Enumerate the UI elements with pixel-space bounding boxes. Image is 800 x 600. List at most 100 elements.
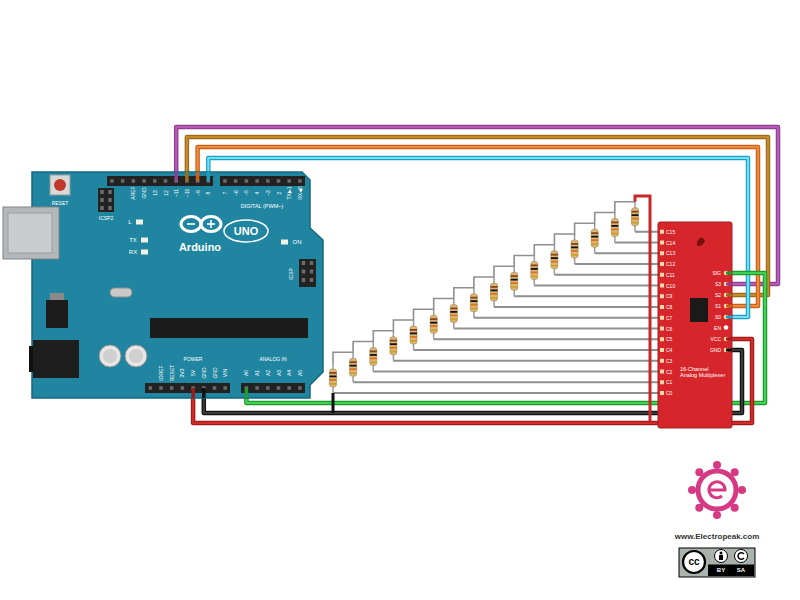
logo-tooth	[738, 486, 746, 494]
icsp2-header	[98, 188, 114, 212]
pin-label: 3V3	[180, 369, 185, 378]
pin-label: S1	[715, 304, 721, 309]
board-model-text: UNO	[234, 226, 258, 237]
license-icon	[715, 550, 728, 563]
logo-mark	[709, 482, 725, 498]
pin-label: C8	[666, 305, 672, 310]
board-logo-text: Arduino	[179, 242, 221, 253]
license-label: BY	[717, 567, 725, 573]
resistor-symbol	[531, 256, 538, 286]
reset-button	[54, 179, 66, 191]
wire-end	[207, 172, 211, 181]
led-label: RX	[129, 249, 137, 255]
pin-label: C1	[666, 380, 672, 385]
header-holes	[310, 261, 314, 283]
pin-label: TX▶1	[287, 186, 292, 199]
resistor-symbol	[591, 223, 598, 253]
license-circle	[683, 551, 705, 573]
pin-label: IOREF	[159, 365, 164, 380]
header-label: ICSP2	[99, 216, 113, 221]
resistor-symbol	[511, 266, 518, 296]
pin-label: C11	[666, 272, 675, 277]
header-holes	[100, 190, 104, 210]
header-title: POWER	[184, 357, 203, 362]
resistor-symbol	[632, 202, 639, 232]
digital-header	[220, 176, 305, 186]
wire-end	[726, 338, 732, 341]
logo-tooth	[695, 504, 703, 512]
wire-end	[726, 305, 732, 308]
wire-end	[726, 316, 732, 319]
analog-header	[241, 383, 305, 393]
logo-minus	[187, 223, 195, 225]
license-badge	[679, 548, 755, 577]
led-label: L	[128, 219, 131, 225]
watermark-url: www.Electropeak.com	[675, 533, 760, 541]
capacitor-top	[103, 349, 117, 363]
led-label: TX	[129, 237, 137, 243]
resistor-symbol	[430, 309, 437, 339]
wire-end	[726, 294, 732, 297]
pin-label: C13	[666, 251, 675, 256]
license-label: cc	[688, 557, 699, 567]
resistor-symbol	[551, 245, 558, 275]
pin-label: S2	[715, 293, 721, 298]
resistor-symbol	[350, 352, 357, 382]
resistor-symbol	[611, 213, 618, 243]
pin-label: ~3	[265, 190, 270, 196]
pin-label: EN	[714, 325, 721, 330]
regulator-tab	[50, 293, 64, 301]
pin-label: ~10	[184, 188, 189, 196]
arduino-logo-loop	[181, 217, 201, 232]
led	[141, 250, 148, 255]
uno-badge-oval	[224, 220, 268, 242]
button-label: RESET	[52, 201, 69, 206]
wire-end	[726, 272, 732, 275]
wire-end	[726, 349, 732, 352]
supply-wire	[635, 196, 650, 423]
pin-label: 5V	[191, 370, 196, 376]
header-holes	[108, 190, 112, 210]
power-header	[145, 383, 230, 393]
resistor-symbol	[390, 331, 397, 361]
resistor-symbol	[330, 363, 337, 393]
logo-plus	[210, 220, 212, 228]
wire-end	[196, 172, 200, 181]
header-title: DIGITAL (PWM~)	[241, 204, 284, 210]
pin-label: VIN	[223, 369, 228, 377]
license-icon	[735, 550, 748, 563]
pin-label: A1	[255, 370, 260, 376]
wire-end	[174, 172, 178, 181]
pin-label: 4	[255, 191, 260, 194]
capacitor	[125, 345, 147, 367]
wire-end	[202, 388, 206, 398]
pin-label: ~5	[244, 190, 249, 196]
led	[141, 238, 148, 243]
microcontroller-chip	[150, 318, 308, 338]
pin-holes	[660, 230, 664, 396]
pin-label: ~6	[233, 190, 238, 196]
pin-label: C0	[666, 391, 672, 396]
pin-label: A0	[244, 370, 249, 376]
header-title: ANALOG IN	[259, 357, 286, 362]
license-icon-head	[720, 552, 723, 555]
logo-tooth	[713, 461, 721, 469]
pin-label: RX◀0	[297, 186, 302, 200]
maker-logo	[697, 237, 705, 246]
pin-label: C10	[666, 283, 675, 288]
led	[281, 240, 288, 245]
pin-label: C5	[666, 337, 672, 342]
resistor-symbol	[470, 288, 477, 318]
crystal	[110, 288, 132, 297]
resistor-symbol	[450, 299, 457, 329]
led-label: ON	[293, 239, 302, 245]
pin-label: GND	[212, 367, 217, 378]
icsp-header	[299, 259, 316, 287]
wire-end	[191, 388, 195, 398]
pin-label: 2	[276, 191, 281, 194]
logo-tooth	[713, 511, 721, 519]
logo-tooth	[688, 486, 696, 494]
